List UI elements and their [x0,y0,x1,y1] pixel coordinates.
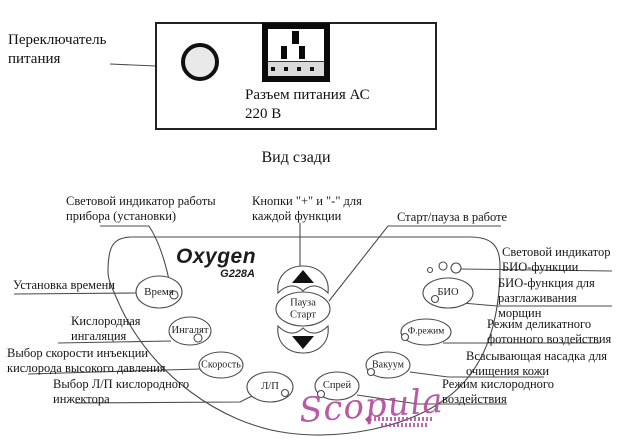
vacuum-button-label: Вакуум [371,359,405,371]
inhale-led-icon [193,333,203,343]
label-time-setting: Установка времени [13,278,115,292]
model-label: G228A [220,268,255,280]
socket-pin-top [292,31,299,44]
leader-start-pause [328,225,501,302]
label-injection-speed: Выбор скорости инъекции кислорода высоко… [7,346,166,375]
leader-time-setting [13,292,137,295]
power-switch-label: Переключатель питания [8,32,107,67]
lp-button-label: Л/П [261,381,279,393]
leader-bio-function [461,302,612,307]
bio-row-led1-icon [426,266,434,274]
socket-strip [268,61,324,76]
speed-button-label: Скорость [201,359,241,371]
leader-bio-indicator [460,268,613,272]
time-button-oval [135,275,183,309]
watermark-tagline [381,423,429,427]
pause-start-button-oval [275,291,331,327]
label-bio-function: БИО-функция для разглаживания морщин [498,276,595,320]
label-work-indicator: Световой индикатор работы прибора (устан… [66,194,216,223]
down-arrow-icon [292,336,314,349]
up-arrow-icon [292,270,314,283]
label-start-pause: Старт/пауза в работе [397,210,508,224]
speed-button-oval [198,351,244,379]
bio-row-led2-icon [438,261,448,271]
socket-dot [310,67,314,71]
back-view-caption: Вид сзади [261,149,331,166]
pause-start-button-label: Пауза Старт [290,297,316,320]
leader-injection-speed [27,368,201,375]
spray-button-oval [314,371,360,401]
socket-dot [284,67,288,71]
socket-pin-right [299,46,305,59]
vacuum-led-icon [366,367,376,377]
bio-button-label: БИО [437,287,459,299]
leader-lp-selector [74,395,253,404]
photo-mode-button-oval [400,318,452,346]
ac-socket-icon [262,23,330,82]
spray-led-icon [316,389,326,399]
panel-outline [107,236,501,436]
power-switch-icon [181,43,219,81]
watermark-tagline [374,417,434,421]
socket-dot [297,67,301,71]
bio-led-icon [430,294,440,304]
label-lp-selector: Выбор Л/П кислородного инжектора [53,377,190,406]
lp-led-icon [280,388,290,398]
socket-dot [271,67,275,71]
leader-oxygen-inhalation [57,340,172,344]
brand-logo: Oxygen [176,245,257,268]
socket-pin-left [281,46,287,59]
spray-button-label: Спрей [322,380,352,392]
power-connector-label: Разъем питания АС 220 В [245,87,370,122]
photo-mode-button-label: Ф.режим [407,326,445,337]
inhale-button-label: Ингалят [171,325,209,337]
time-button-label: Время [144,285,174,298]
time-led-icon [169,290,179,300]
label-bio-indicator: Световой индикатор БИО-функции [502,245,611,274]
photo-led-icon [400,332,410,342]
label-suction: Всасывающая насадка для очищения кожи [466,349,607,378]
leader-oxygen-mode [356,394,507,405]
label-oxygen-inhalation: Кислородная ингаляция [71,314,141,343]
label-plus-minus: Кнопки "+" и "-" для каждой функции [252,194,362,223]
vacuum-button-oval [365,351,411,379]
bio-row-led3-icon [450,262,462,274]
leader-suction [409,371,544,378]
label-photo-mode: Режим деликатного фотонного воздействия [487,317,612,346]
label-oxygen-mode: Режим кислородного воздействия [442,377,554,406]
